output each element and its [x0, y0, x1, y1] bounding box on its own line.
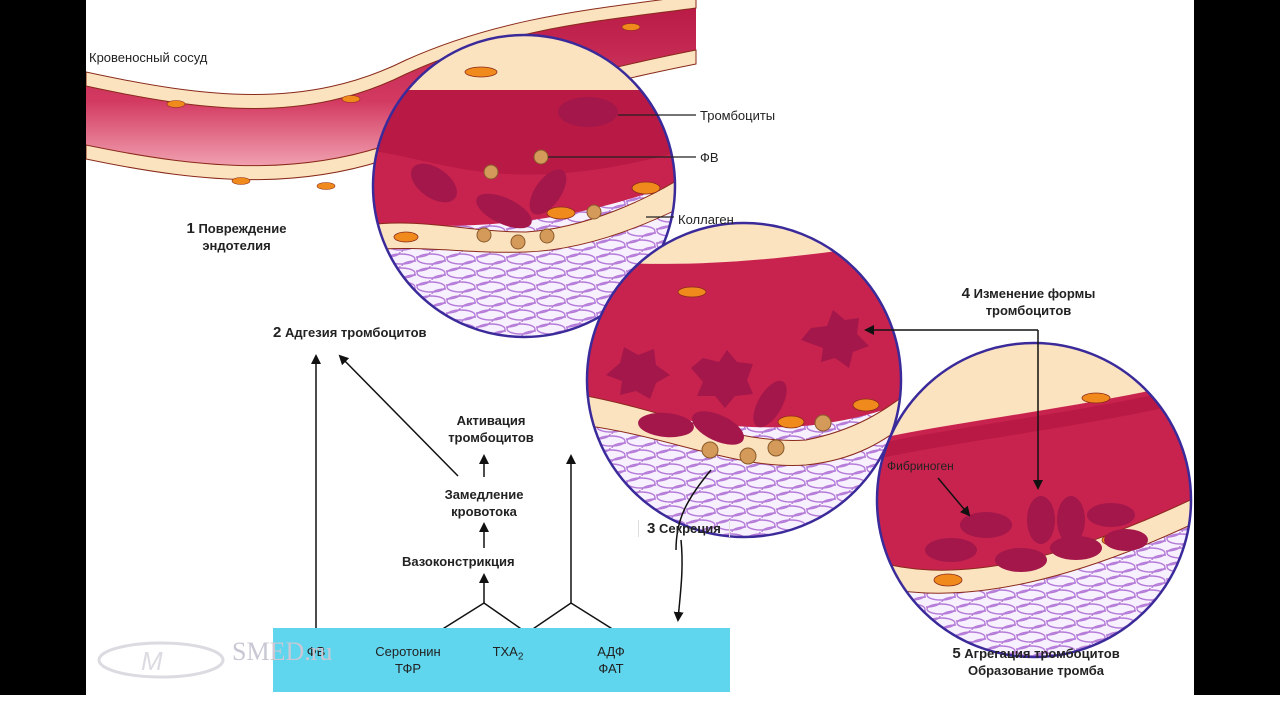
activation-label: Активация тромбоцитов: [431, 412, 551, 446]
step4-arrows: [864, 325, 1043, 490]
platelets-label: Тромбоциты: [700, 108, 776, 123]
activation-line2: тромбоцитов: [448, 430, 534, 445]
step5-line1: Агрегация тромбоцитов: [964, 646, 1120, 661]
step1-line1: Повреждение: [198, 221, 287, 236]
box-serotonin-line2: ТФР: [394, 661, 422, 676]
vessel-label: Кровеносный сосуд: [89, 50, 208, 65]
box-serotonin-line1: Серотонин: [375, 644, 441, 659]
step5-line2: Образование тромба: [967, 663, 1105, 678]
zoom-circle-3: [875, 341, 1193, 659]
step1-number: 1: [186, 220, 195, 237]
svg-text:M: M: [141, 646, 163, 676]
box-adp-line1: АДФ: [597, 644, 625, 659]
step4-line1: Изменение формы: [973, 286, 1096, 301]
step4-line2: тромбоцитов: [985, 303, 1072, 318]
step2-text: Адгезия тромбоцитов: [284, 325, 427, 340]
fibrinogen-label: Фибриноген: [887, 459, 954, 473]
diagram-canvas: M Кровеносный сосуд Тромбоциты ФВ Коллаг…: [86, 0, 1194, 695]
vasoconstriction-label: Вазоконстрикция: [402, 554, 515, 569]
watermark-text: SMED.ru: [232, 637, 333, 666]
right-letterbox: [1194, 0, 1280, 695]
leader-lines: [548, 114, 696, 218]
left-letterbox: [0, 0, 86, 695]
box-adp: АДФ ФАТ: [581, 643, 641, 677]
activation-line1: Активация: [456, 413, 526, 428]
diagram-graphics: M: [86, 0, 1193, 679]
collagen-label: Коллаген: [678, 212, 734, 227]
step4-number: 4: [961, 285, 970, 302]
vwf-label: ФВ: [700, 150, 719, 165]
step5-label: 5 Агрегация тромбоцитов Образование тром…: [916, 645, 1156, 679]
step3-text: Секреция: [658, 521, 721, 536]
box-vwf: ФВ: [306, 644, 326, 659]
flow-arrows: [311, 354, 712, 634]
bottom-bar: [0, 695, 1280, 720]
step4-label: 4 Изменение формы тромбоцитов: [941, 285, 1116, 319]
fibrinogen-arrow: [937, 477, 971, 517]
mediators-box: ФВ Серотонин ТФР ТХА2 АДФ ФАТ: [273, 628, 730, 692]
box-serotonin: Серотонин ТФР: [368, 643, 448, 677]
step1-label: 1 Повреждение эндотелия: [164, 220, 309, 254]
box-txa-sub: 2: [517, 651, 524, 663]
box-adp-line2: ФАТ: [598, 661, 624, 676]
step3-number: 3: [647, 520, 656, 537]
watermark-logo: M: [97, 641, 225, 679]
slowing-line1: Замедление: [444, 487, 524, 502]
step3-label: 3 Секреция: [638, 520, 730, 537]
step2-label: 2 Адгезия тромбоцитов: [273, 324, 427, 341]
step5-number: 5: [952, 645, 961, 662]
slowing-line2: кровотока: [451, 504, 517, 519]
step1-line2: эндотелия: [202, 238, 271, 253]
box-txa-text: ТХА: [492, 644, 518, 659]
step2-number: 2: [273, 324, 282, 341]
slowing-label: Замедление кровотока: [424, 486, 544, 520]
box-txa: ТХА2: [478, 643, 538, 666]
